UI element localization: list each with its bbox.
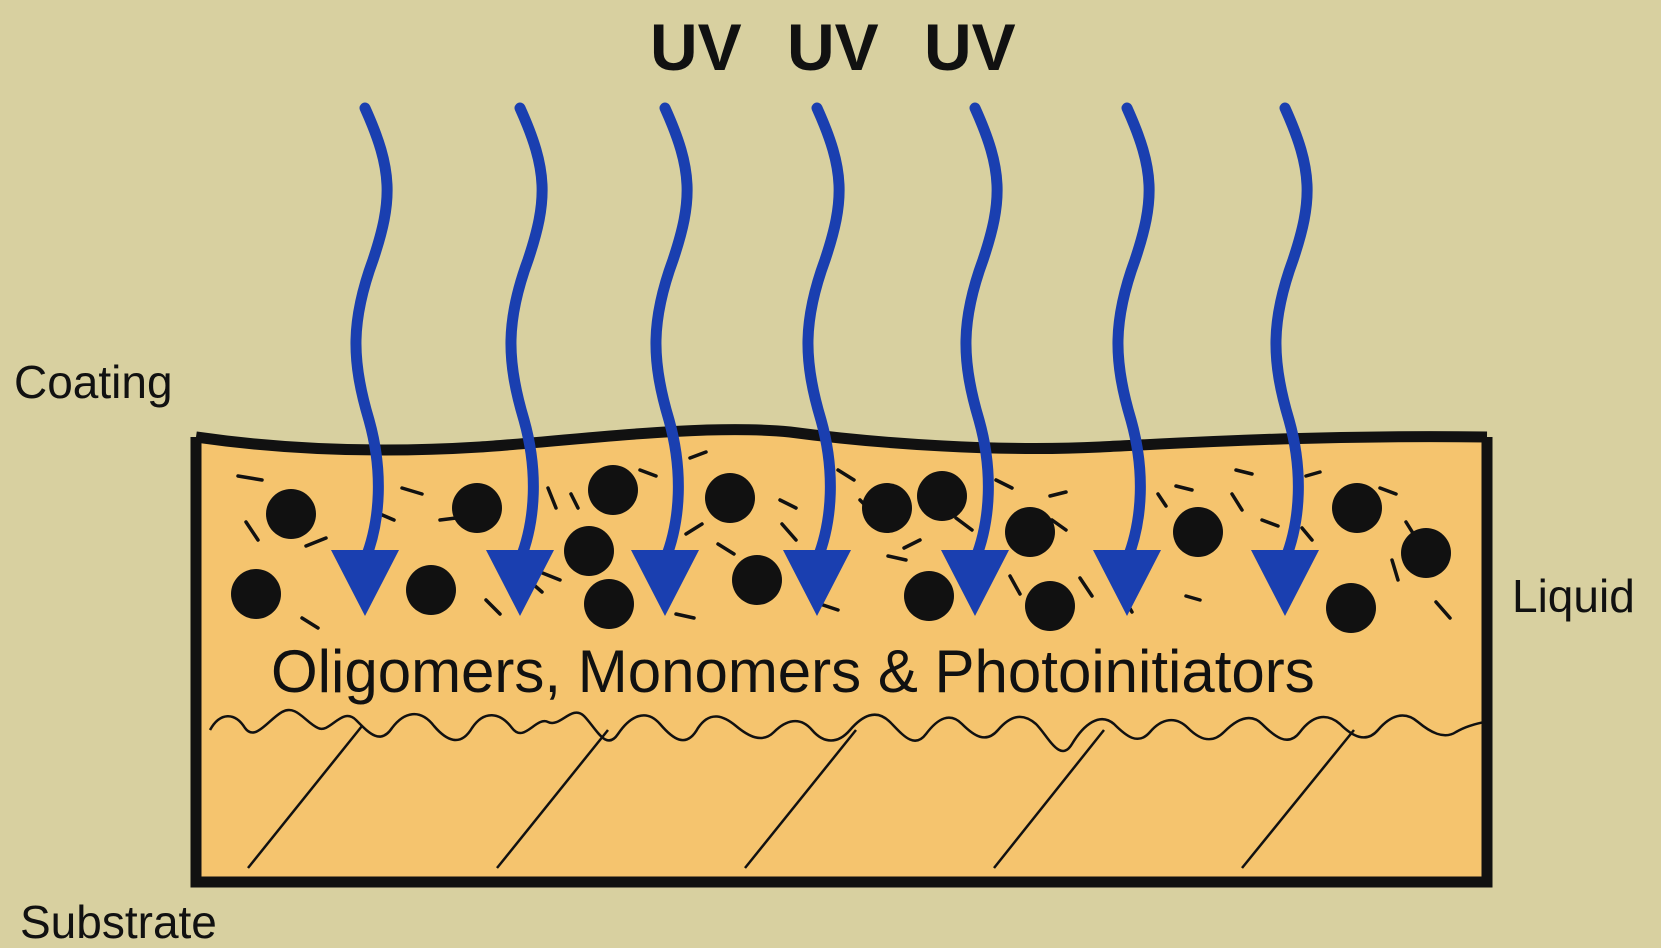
uv-label-3: UV: [924, 10, 1016, 84]
oligomer-dot: [1332, 483, 1382, 533]
oligomer-dot: [862, 483, 912, 533]
uv-label-1: UV: [650, 10, 742, 84]
substrate-label: Substrate: [20, 896, 217, 948]
oligomer-dot: [452, 483, 502, 533]
oligomer-dot: [1025, 581, 1075, 631]
monomer-dash: [440, 518, 456, 520]
oligomer-dot: [588, 465, 638, 515]
oligomer-dot: [1005, 507, 1055, 557]
uv-label-2: UV: [787, 10, 879, 84]
oligomer-dot: [705, 473, 755, 523]
oligomer-dot: [1401, 528, 1451, 578]
oligomer-dot: [406, 565, 456, 615]
oligomer-dot: [1173, 507, 1223, 557]
liquid-label: Liquid: [1512, 570, 1635, 622]
oligomer-dot: [584, 579, 634, 629]
oligomer-dot: [266, 489, 316, 539]
layer-caption: Oligomers, Monomers & Photoinitiators: [271, 638, 1315, 705]
oligomer-dot: [904, 571, 954, 621]
oligomer-dot: [732, 555, 782, 605]
oligomer-dot: [1326, 583, 1376, 633]
oligomer-dot: [564, 526, 614, 576]
oligomer-dot: [231, 569, 281, 619]
coating-label: Coating: [14, 356, 173, 408]
oligomer-dot: [917, 471, 967, 521]
